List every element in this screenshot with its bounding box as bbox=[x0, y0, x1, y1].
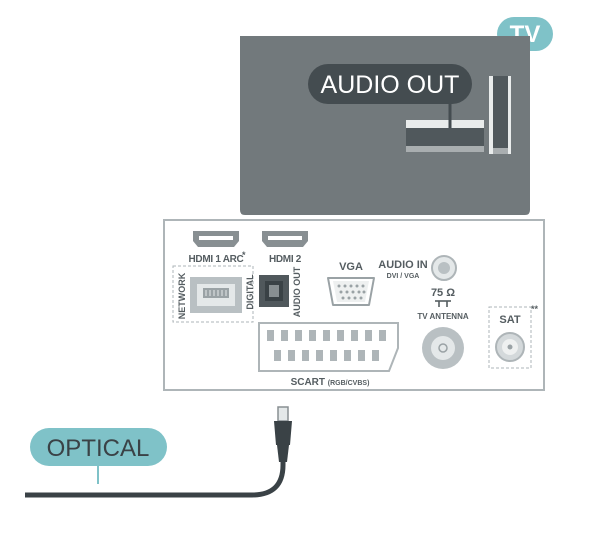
sat-port[interactable] bbox=[495, 332, 525, 362]
hdmi2-label: HDMI 2 bbox=[269, 254, 302, 265]
network-dashed-box bbox=[172, 265, 254, 323]
optical-plug bbox=[274, 406, 292, 462]
sat-dashed-box bbox=[488, 306, 532, 369]
antenna-symbol bbox=[435, 300, 451, 307]
tv-antenna-label: TV ANTENNA bbox=[417, 312, 468, 321]
vga-label: VGA bbox=[339, 261, 363, 273]
hdmi1-port[interactable] bbox=[193, 231, 239, 247]
audio-in-label: AUDIO IN bbox=[378, 259, 428, 271]
scart-label: SCART (RGB/CVBS) bbox=[291, 377, 370, 388]
audio-in-jack[interactable] bbox=[431, 255, 457, 281]
optical-callout-label: OPTICAL bbox=[47, 435, 150, 462]
vga-port[interactable] bbox=[327, 277, 375, 306]
tv-back-panel bbox=[240, 36, 530, 215]
ohm-label: 75 Ω bbox=[431, 287, 455, 299]
tv-side-port bbox=[406, 76, 511, 154]
network-port[interactable] bbox=[190, 277, 242, 313]
scart-label-main: SCART bbox=[291, 377, 325, 388]
optical-cable bbox=[25, 455, 286, 498]
hdmi1-label: HDMI 1 ARC bbox=[189, 254, 244, 265]
sat-asterisk: ** bbox=[531, 304, 539, 314]
dvi-vga-label: DVI / VGA bbox=[387, 273, 420, 280]
digital-label: DIGITAL bbox=[245, 274, 255, 310]
optical-callout: OPTICAL bbox=[30, 428, 167, 466]
digital-audio-out-port[interactable] bbox=[259, 275, 289, 307]
network-label: NETWORK bbox=[177, 272, 187, 319]
sat-label: SAT bbox=[499, 314, 520, 326]
hdmi2-port[interactable] bbox=[262, 231, 308, 247]
audio-out-vertical-label: AUDIO OUT bbox=[292, 266, 302, 317]
scart-label-sub: (RGB/CVBS) bbox=[328, 380, 370, 387]
antenna-port[interactable] bbox=[422, 327, 464, 369]
scart-port[interactable] bbox=[258, 322, 399, 372]
hdmi1-asterisk: * bbox=[242, 250, 246, 260]
audio-out-callout-label: AUDIO OUT bbox=[321, 71, 460, 99]
audio-out-callout: AUDIO OUT bbox=[308, 64, 472, 104]
